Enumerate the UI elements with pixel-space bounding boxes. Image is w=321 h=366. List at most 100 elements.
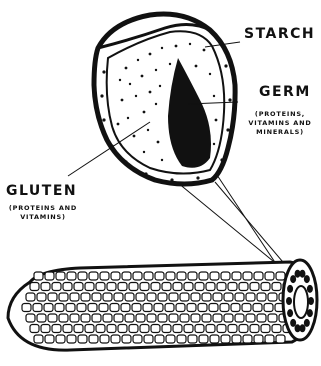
kernel-magnified <box>94 14 235 184</box>
cob-kernel <box>67 335 76 343</box>
cob-kernel <box>198 304 207 312</box>
cob-kernel <box>210 272 219 280</box>
cob-kernel <box>231 304 240 312</box>
cob-kernel <box>235 314 244 322</box>
cob-kernel <box>272 283 281 291</box>
cob-kernel <box>191 314 200 322</box>
cob-kernel <box>41 283 50 291</box>
cob-kernel <box>177 272 186 280</box>
cob-kernel <box>78 335 87 343</box>
cob-kernel <box>187 304 196 312</box>
cob-end-kernel <box>290 319 296 327</box>
cob-kernel <box>162 283 171 291</box>
cob-kernel <box>96 325 105 333</box>
cob-kernel <box>154 304 163 312</box>
germ-note-line-1: (PROTEINS, <box>240 110 320 119</box>
cob-kernel <box>265 272 274 280</box>
cob-kernel <box>70 293 79 301</box>
cob-kernel <box>129 283 138 291</box>
cob-kernel <box>89 335 98 343</box>
cob-kernel <box>246 314 255 322</box>
cob-kernel <box>217 325 226 333</box>
cob-kernel <box>103 314 112 322</box>
cob-kernel <box>122 335 131 343</box>
cob-kernel <box>213 314 222 322</box>
cob-kernel <box>67 272 76 280</box>
cob-kernel <box>52 325 61 333</box>
cob-kernel <box>78 272 87 280</box>
cob-kernel <box>129 325 138 333</box>
germ-note-line-2: VITAMINS AND <box>240 119 320 128</box>
cob-kernel <box>56 335 65 343</box>
cob-kernel <box>220 304 229 312</box>
cob-kernel <box>155 335 164 343</box>
cob-kernel <box>228 325 237 333</box>
cob-kernel <box>74 325 83 333</box>
cob-kernel <box>133 272 142 280</box>
cob-end-kernel <box>299 270 305 278</box>
cob-kernel <box>121 304 130 312</box>
cob-kernel <box>158 293 167 301</box>
cob-kernel <box>99 304 108 312</box>
cob-kernel <box>221 272 230 280</box>
cob-core <box>294 286 308 318</box>
cob-kernel <box>56 272 65 280</box>
cob-kernel <box>34 335 43 343</box>
cob-kernel <box>111 335 120 343</box>
cob-kernel <box>188 335 197 343</box>
cob-kernel <box>261 283 270 291</box>
cob-kernel <box>210 335 219 343</box>
cob-kernel <box>235 293 244 301</box>
cob-kernel <box>70 314 79 322</box>
cob-kernel <box>52 283 61 291</box>
cob-kernel <box>169 293 178 301</box>
cob-kernel <box>158 314 167 322</box>
cob-kernel <box>133 335 142 343</box>
cob-kernel <box>136 314 145 322</box>
cob-kernel <box>254 335 263 343</box>
cob-kernel <box>41 325 50 333</box>
cob-kernel <box>48 293 57 301</box>
cob-kernel <box>114 314 123 322</box>
cob-kernel <box>162 325 171 333</box>
cob-kernel <box>169 314 178 322</box>
cob-kernel <box>77 304 86 312</box>
cob-kernel <box>239 283 248 291</box>
cob-kernel <box>92 293 101 301</box>
cob-kernel <box>37 293 46 301</box>
cob-kernel <box>188 272 197 280</box>
cob-kernel <box>48 314 57 322</box>
cob-kernel <box>143 304 152 312</box>
cob-kernel <box>144 272 153 280</box>
cob-kernel <box>268 314 277 322</box>
corn-cob <box>8 260 317 350</box>
cob-kernel <box>221 335 230 343</box>
cob-kernel <box>195 283 204 291</box>
cob-kernel <box>136 293 145 301</box>
cob-kernel <box>34 272 43 280</box>
germ-note-line-3: MINERALS) <box>240 128 320 137</box>
cob-kernel <box>199 335 208 343</box>
cob-kernel <box>206 325 215 333</box>
cob-kernel <box>111 272 120 280</box>
cob-kernel <box>261 325 270 333</box>
cob-kernel <box>26 293 35 301</box>
cob-kernel <box>257 293 266 301</box>
cob-kernel <box>232 335 241 343</box>
cob-end-kernel <box>304 275 310 283</box>
cob-kernel <box>85 283 94 291</box>
cob-end-kernel <box>307 285 313 293</box>
cob-kernel <box>100 272 109 280</box>
cob-kernel <box>253 304 262 312</box>
cob-kernel <box>276 335 285 343</box>
cob-kernel <box>63 283 72 291</box>
cob-kernel <box>85 325 94 333</box>
cob-kernel <box>132 304 141 312</box>
cob-end-kernel <box>295 324 301 332</box>
cob-kernel <box>176 304 185 312</box>
cob-kernel <box>224 293 233 301</box>
cob-kernel <box>202 314 211 322</box>
cob-kernel <box>92 314 101 322</box>
cob-kernel <box>107 325 116 333</box>
